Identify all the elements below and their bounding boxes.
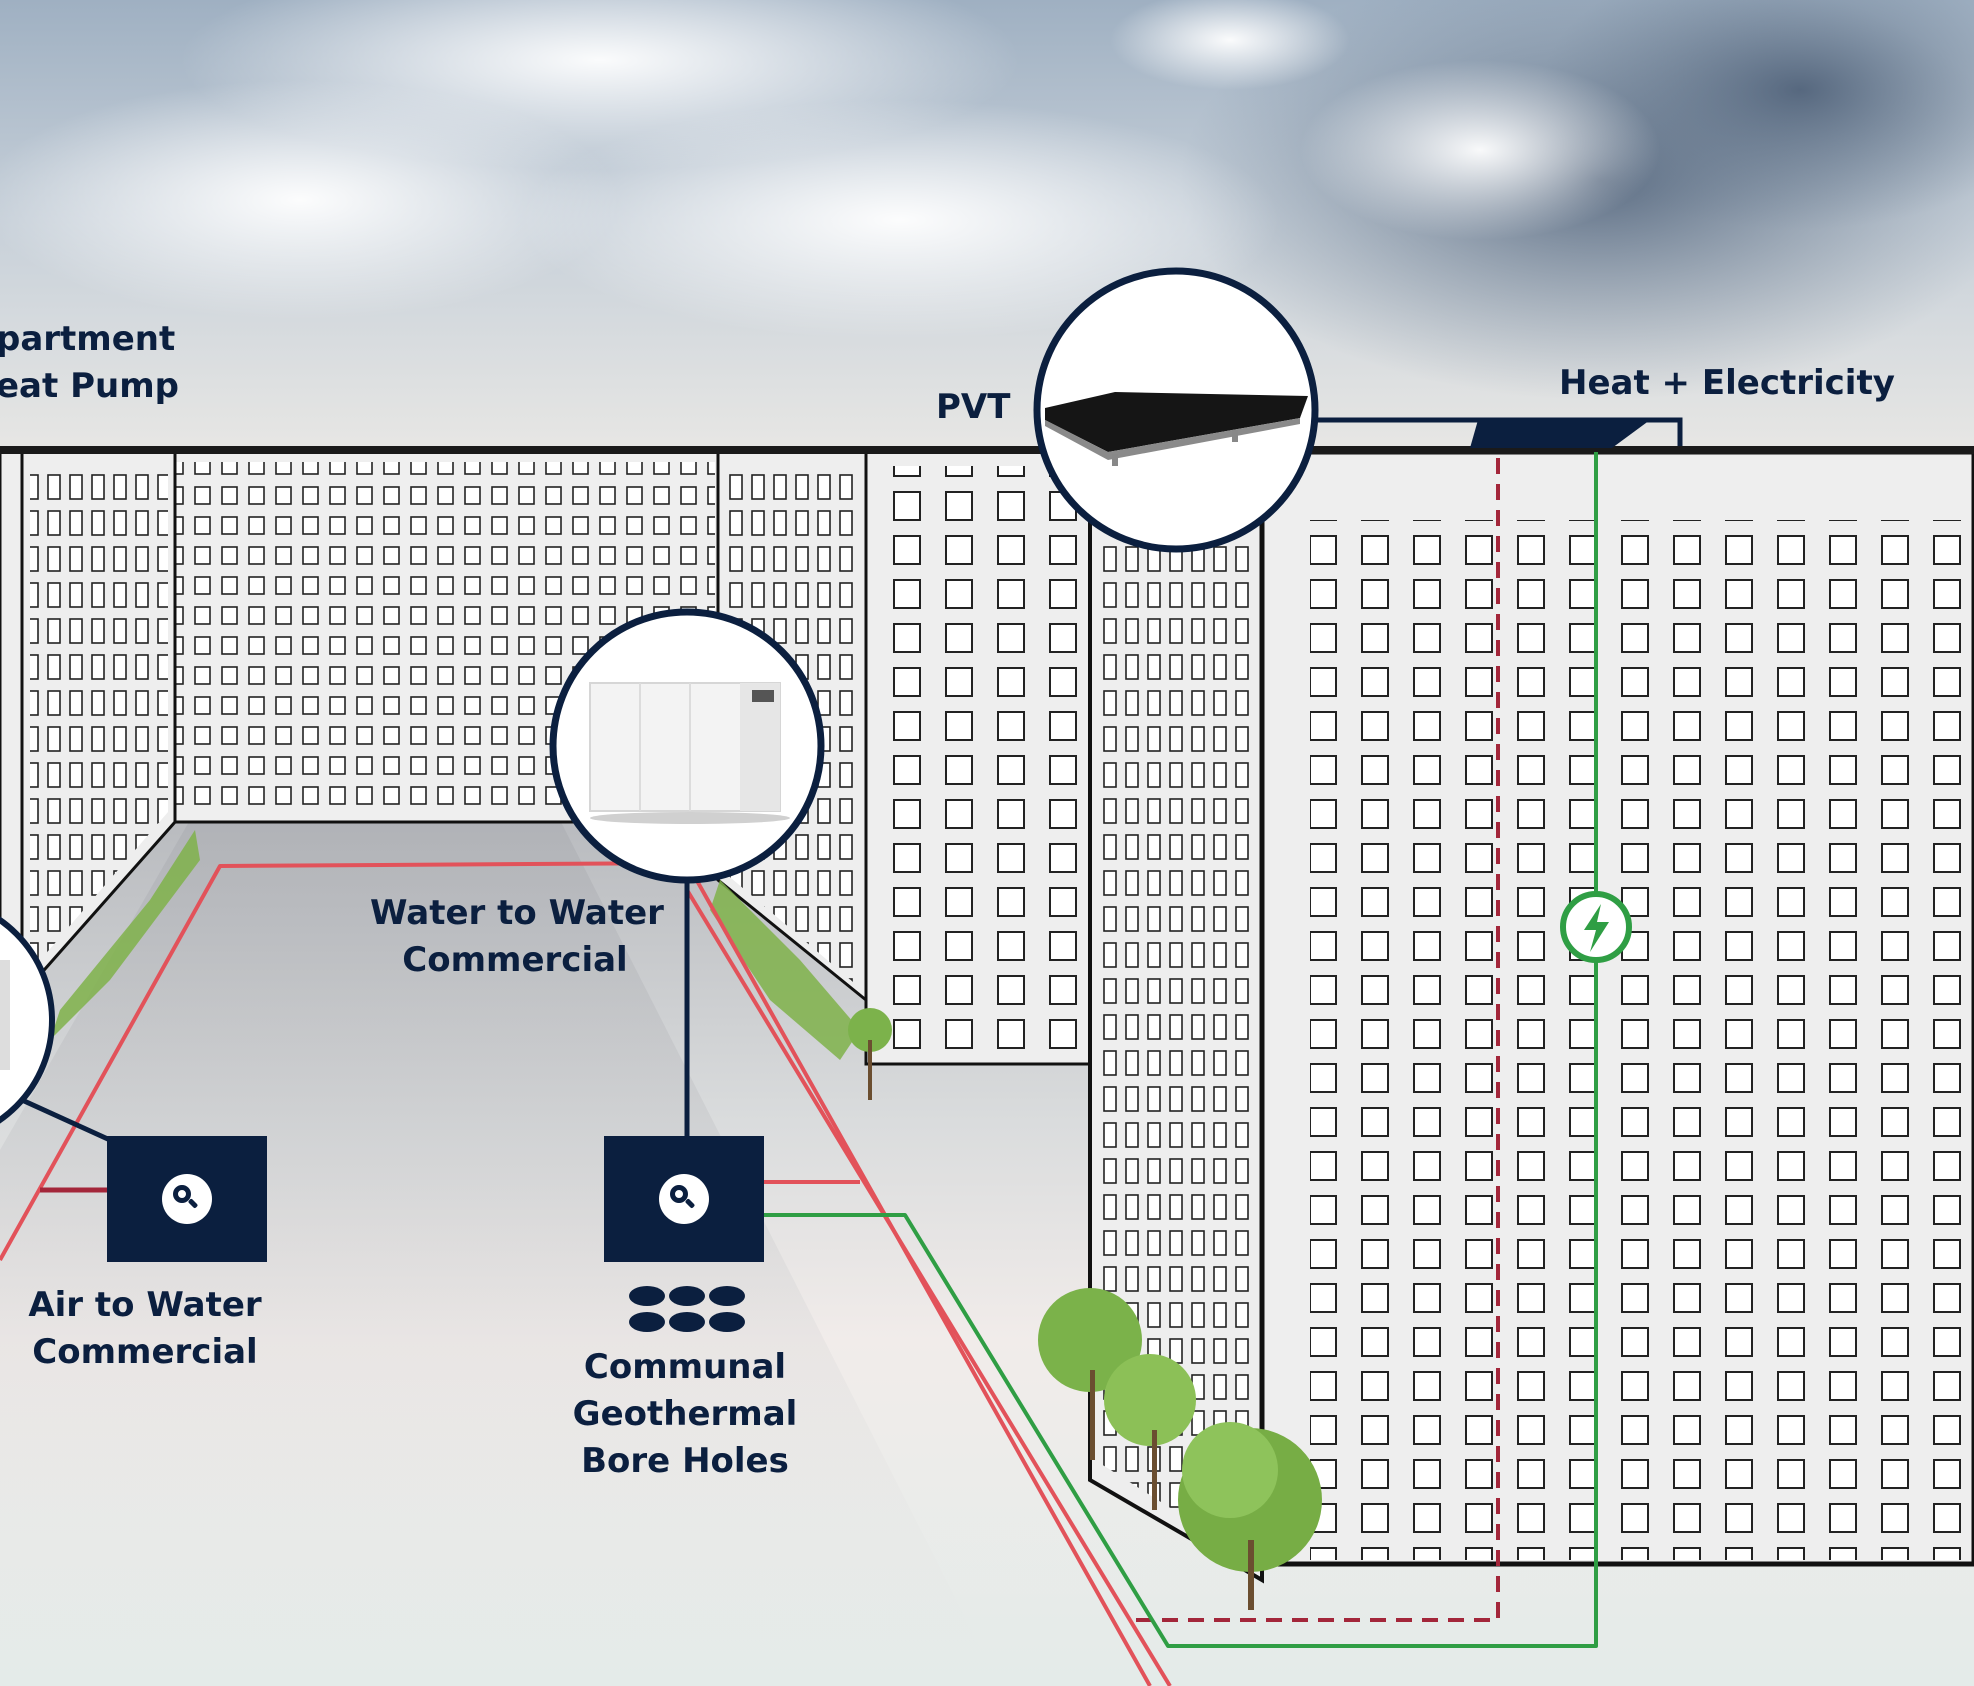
apartment-label-line2: eat Pump (0, 366, 179, 406)
geothermal-line2: Geothermal (572, 1394, 798, 1434)
water-to-water-unit-circle (549, 608, 825, 884)
magnifier-icon (659, 1174, 709, 1224)
air-to-water-info-button[interactable] (107, 1136, 267, 1262)
air-to-water-unit-circle (0, 916, 55, 1124)
heat-electricity-label: Heat + Electricity (1559, 363, 1895, 403)
greenery (50, 830, 1322, 1610)
pvt-label: PVT (936, 387, 1011, 427)
water-to-water-line2: Commercial (402, 940, 628, 980)
clouds (0, 0, 1974, 400)
magnifier-icon (162, 1174, 212, 1224)
heat-network-lines (0, 452, 1500, 1686)
main-building (0, 446, 1974, 1567)
water-to-water-line1: Water to Water (370, 893, 664, 933)
geothermal-line1: Communal (583, 1347, 787, 1387)
air-to-water-line2: Commercial (32, 1332, 258, 1372)
apartment-heat-pump-label: partment eat Pump (0, 316, 179, 410)
geothermal-line3: Bore Holes (581, 1441, 789, 1481)
air-to-water-label: Air to Water Commercial (20, 1282, 270, 1376)
roof-pvt-panel (1470, 420, 1650, 448)
air-to-water-line1: Air to Water (28, 1285, 262, 1325)
left-building (0, 450, 177, 1001)
middle-building (864, 450, 1094, 1066)
pvt-unit-circle (1033, 267, 1319, 553)
courtyard-road (0, 820, 1000, 1686)
lightning-bolt-icon[interactable] (1560, 891, 1632, 963)
apartment-label-line1: partment (0, 319, 176, 359)
water-to-water-label: Water to Water Commercial (370, 890, 664, 984)
geothermal-info-button[interactable] (604, 1136, 764, 1262)
geothermal-label: Communal Geothermal Bore Holes (555, 1344, 815, 1485)
bore-holes-icon (629, 1286, 745, 1332)
electricity-line (760, 452, 1598, 1648)
